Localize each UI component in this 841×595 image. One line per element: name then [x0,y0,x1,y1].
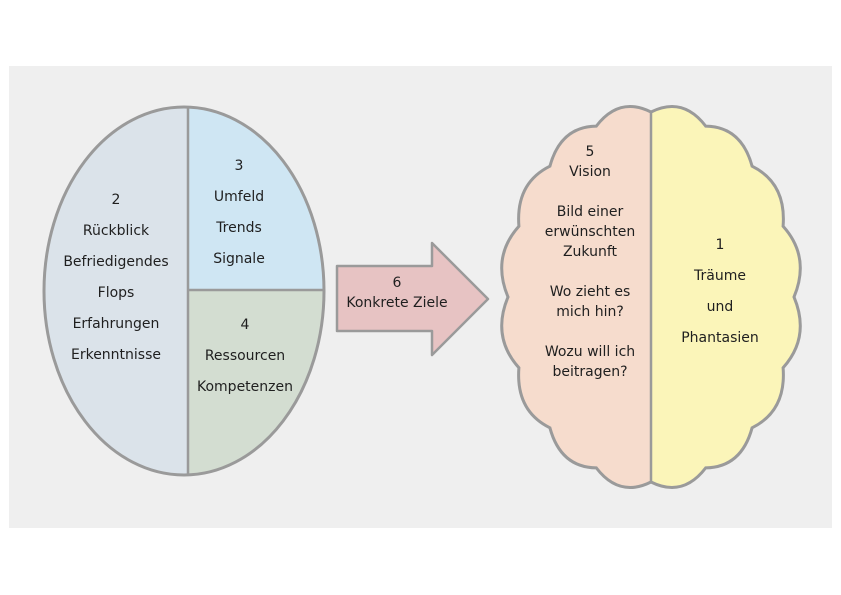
vision-p3-line-2: beitragen? [552,364,628,380]
dreams-label: 1 Träume und Phantasien [660,230,780,354]
review-line-4: Erfahrungen [72,316,160,332]
review-line-1: Rückblick [82,223,150,239]
environment-label: 3 Umfeld Trends Signale [190,151,288,275]
review-line-5: Erkenntnisse [70,347,162,363]
resources-line-1: Ressourcen [204,348,286,364]
environment-line-2: Trends [216,220,262,236]
goals-number: 6 [392,275,402,291]
vision-p2-line-1: Wo zieht es [549,284,631,300]
dreams-line-2: und [706,299,734,315]
ellipse-outline [42,105,326,477]
review-number: 2 [111,192,121,208]
goals-arrow [335,241,490,357]
vision-title: Vision [569,164,611,180]
review-line-2: Befriedigendes [63,254,169,270]
vision-p3-line-1: Wozu will ich [544,344,636,360]
review-line-3: Flops [97,285,135,301]
dreams-number: 1 [715,237,725,253]
resources-number: 4 [240,317,250,333]
vision-label: 5 Vision Bild einer erwünschten Zukunft … [520,142,660,382]
cloud-outline [500,105,802,489]
vision-p1-line-1: Bild einer [556,204,624,220]
vision-p2-line-2: mich hin? [556,304,624,320]
goals-line-1: Konkrete Ziele [346,295,448,311]
dreams-line-1: Träume [694,268,746,284]
vision-number: 5 [585,144,595,160]
vision-p1-line-3: Zukunft [562,244,618,260]
dreams-line-3: Phantasien [681,330,759,346]
environment-line-1: Umfeld [213,189,265,205]
goals-label: 6 Konkrete Ziele [337,273,457,313]
review-label: 2 Rückblick Befriedigendes Flops Erfahru… [46,185,186,371]
resources-line-2: Kompetenzen [197,379,293,395]
resources-label: 4 Ressourcen Kompetenzen [190,310,300,403]
environment-line-3: Signale [213,251,265,267]
environment-number: 3 [234,158,244,174]
vision-p1-line-2: erwünschten [544,224,636,240]
